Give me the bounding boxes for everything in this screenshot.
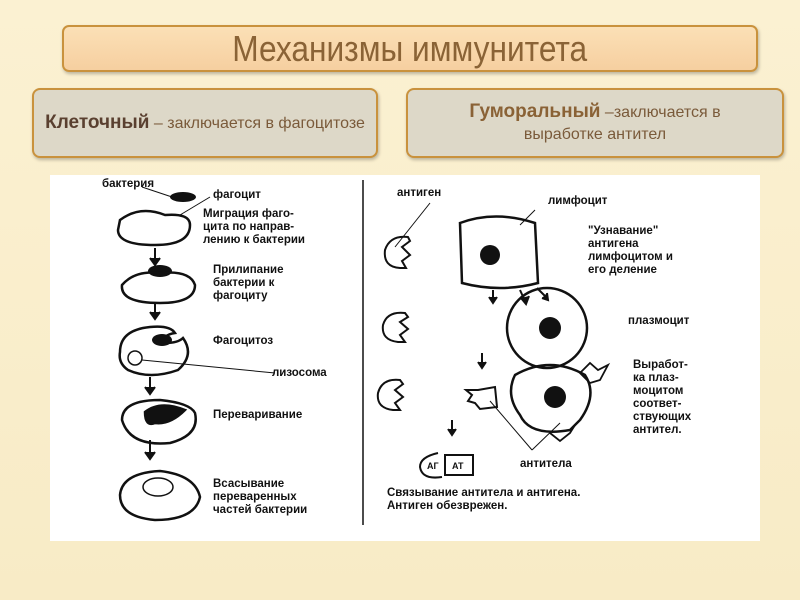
label-step-absorption: Всасывание переваренных частей бактерии bbox=[213, 478, 308, 516]
label-step-phagocytosis: Фагоцитоз bbox=[213, 335, 274, 347]
label-antigen: антиген bbox=[397, 187, 442, 199]
bacterium-pointer bbox=[141, 186, 173, 198]
antigen-pointer bbox=[394, 202, 431, 248]
label-step-digestion: Переваривание bbox=[213, 409, 303, 421]
phagocyte-pointer bbox=[179, 196, 211, 216]
humoral-heading: Гуморальный bbox=[469, 100, 601, 122]
cellular-text: – заключается в фагоцитозе bbox=[149, 114, 365, 132]
label-phagocyte: фагоцит bbox=[213, 189, 261, 201]
label-antibodies: антитела bbox=[520, 458, 572, 470]
ag-at-complex-antibody bbox=[444, 454, 474, 476]
lymphocyte-shape bbox=[458, 215, 540, 290]
cellular-immunity-box: Клеточный – заключается в фагоцитозе bbox=[32, 88, 378, 158]
antibody-on-cell-1 bbox=[578, 361, 611, 385]
antibodies-pointer-2 bbox=[531, 422, 561, 451]
producing-nucleus bbox=[544, 386, 566, 408]
free-antibody bbox=[463, 385, 499, 411]
label-binding: Связывание антитела и антигена. Антиген … bbox=[387, 487, 581, 512]
label-recognition: "Узнавание" антигена лимфоцитом и его де… bbox=[588, 225, 673, 276]
humoral-text: –заключается в выработке антител bbox=[523, 103, 721, 143]
cellular-heading: Клеточный bbox=[45, 111, 150, 133]
arrows-left bbox=[144, 248, 161, 461]
label-lysosome: лизосома bbox=[272, 367, 327, 379]
lysosome-pointer bbox=[141, 359, 276, 374]
label-antibody-production: Выработ- ка плаз- моцитом соответ- ствую… bbox=[633, 359, 692, 436]
slide-title: Механизмы иммунитета bbox=[232, 27, 588, 69]
antibody-on-cell-2 bbox=[549, 424, 576, 443]
adhered-bacterium bbox=[148, 265, 172, 277]
immunity-diagram: бактерия фагоцит Миграция фаго- цита по … bbox=[50, 175, 760, 541]
digesting-vacuole bbox=[143, 404, 188, 426]
lymphocyte-pointer bbox=[519, 209, 536, 226]
lysosome-shape bbox=[127, 350, 143, 366]
absorption-vacuole bbox=[142, 477, 174, 497]
plasmocyte-nucleus bbox=[539, 317, 561, 339]
arrows-right bbox=[447, 287, 550, 437]
producing-plasmocyte bbox=[509, 363, 592, 433]
humoral-immunity-box: Гуморальный –заключается в выработке ант… bbox=[406, 88, 784, 158]
slide-title-box: Механизмы иммунитета bbox=[62, 25, 758, 72]
phagocyte-cell-2 bbox=[120, 271, 197, 305]
ag-at-complex-antigen bbox=[418, 452, 443, 479]
lymphocyte-nucleus bbox=[480, 245, 500, 265]
phagocyte-cell-1 bbox=[116, 209, 192, 247]
bacterium-shape bbox=[170, 192, 196, 202]
label-step-adhesion: Прилипание бактерии к фагоциту bbox=[213, 264, 284, 302]
label-at: АТ bbox=[452, 461, 464, 471]
label-lymphocyte: лимфоцит bbox=[548, 195, 608, 207]
diagram-drawing bbox=[116, 180, 611, 525]
label-step-migration: Миграция фаго- цита по направ- лению к б… bbox=[203, 208, 305, 246]
phagocyte-cell-3 bbox=[118, 325, 190, 377]
phagocyte-cell-4 bbox=[120, 398, 197, 445]
label-bacterium: бактерия bbox=[102, 178, 155, 190]
phagocyte-cell-5 bbox=[118, 469, 202, 522]
antigen-shapes bbox=[376, 235, 412, 411]
plasmocyte-shape bbox=[505, 286, 589, 370]
engulfed-bacterium bbox=[152, 334, 172, 346]
antibodies-pointer-1 bbox=[489, 400, 533, 451]
label-ag: АГ bbox=[427, 461, 439, 471]
label-plasmocyte: плазмоцит bbox=[628, 315, 690, 327]
